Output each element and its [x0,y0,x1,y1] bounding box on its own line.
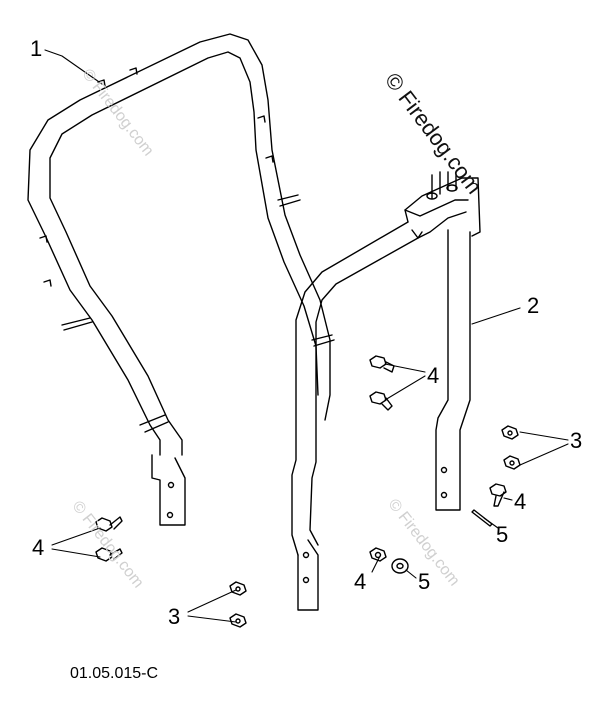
pin-part-5 [471,509,493,527]
rear-frame-part-1 [27,33,335,526]
bolt-part-4 [369,391,393,411]
callout-5: 5 [496,522,509,547]
front-frame-part-2 [291,171,481,611]
callout-4: 4 [354,569,367,594]
callout-1: 1 [30,36,43,61]
nut-part-3 [501,425,519,440]
callout-2: 2 [527,293,540,318]
nut-part-3 [229,581,247,596]
callout-4: 4 [427,363,440,388]
bolt-part-4 [489,483,507,507]
bolt-part-4 [95,547,123,562]
callout-4: 4 [514,489,527,514]
bolt-part-4 [369,547,387,562]
callout-3: 3 [168,604,181,629]
callout-3: 3 [570,428,583,453]
nut-part-3 [229,613,247,628]
bolt-part-4 [95,516,123,532]
callout-5: 5 [418,569,431,594]
callout-4: 4 [32,535,45,560]
washer-part-5 [391,558,409,574]
bolt-part-4 [369,355,395,373]
diagram-part-code: 01.05.015-C [70,665,159,682]
nut-part-3 [503,455,521,470]
